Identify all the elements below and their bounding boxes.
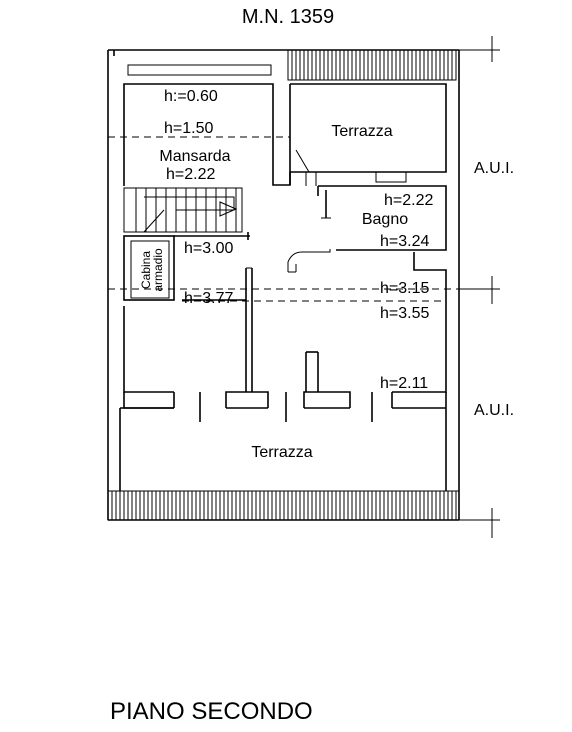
height-h300: h=3.00 bbox=[184, 240, 233, 257]
height-h222-bagno: h=2.22 bbox=[384, 192, 433, 209]
bottom-railing bbox=[107, 490, 460, 521]
terrazza-top bbox=[289, 83, 447, 186]
height-h150: h=1.50 bbox=[164, 120, 213, 137]
window-sill bbox=[127, 64, 272, 76]
top-railing bbox=[287, 49, 457, 81]
label-terrazza-top: Terrazza bbox=[331, 123, 392, 140]
height-h060: h:=0.60 bbox=[164, 88, 218, 105]
label-aui-top: A.U.I. bbox=[474, 160, 514, 177]
height-h211: h=2.11 bbox=[380, 375, 428, 392]
staircase bbox=[123, 187, 243, 233]
bottom-railing-hatch bbox=[111, 491, 457, 520]
top-railing-hatch bbox=[291, 50, 453, 80]
height-h222-mansarda: h=2.22 bbox=[166, 166, 215, 183]
label-bagno: Bagno bbox=[362, 211, 408, 228]
stair-arrow-head bbox=[219, 201, 238, 217]
bagno-room bbox=[287, 185, 447, 273]
height-h355: h=3.55 bbox=[380, 305, 429, 322]
section-markers bbox=[459, 36, 500, 538]
label-terrazza-bottom: Terrazza bbox=[251, 444, 312, 461]
main-lower-room bbox=[123, 252, 447, 393]
label-cabina-armadio: Cabina armadio bbox=[139, 248, 165, 292]
height-h324: h=3.24 bbox=[380, 233, 429, 250]
height-h315: h=3.15 bbox=[380, 280, 429, 297]
label-aui-bottom: A.U.I. bbox=[474, 402, 514, 419]
stair-arrow-line bbox=[144, 196, 235, 211]
height-h377: h=3.77 bbox=[184, 290, 233, 307]
terrazza-bottom bbox=[119, 391, 447, 491]
label-armadio: armadio bbox=[151, 248, 165, 292]
cabina-armadio bbox=[123, 235, 175, 301]
label-mansarda: Mansarda bbox=[159, 148, 230, 165]
central-partition bbox=[245, 267, 253, 392]
plan-title: M.N. 1359 bbox=[242, 6, 334, 28]
label-cabina: Cabina bbox=[139, 251, 153, 289]
stair-cut-line bbox=[143, 209, 165, 233]
floor-caption: PIANO SECONDO bbox=[110, 698, 313, 725]
mansarda-room bbox=[123, 83, 291, 186]
